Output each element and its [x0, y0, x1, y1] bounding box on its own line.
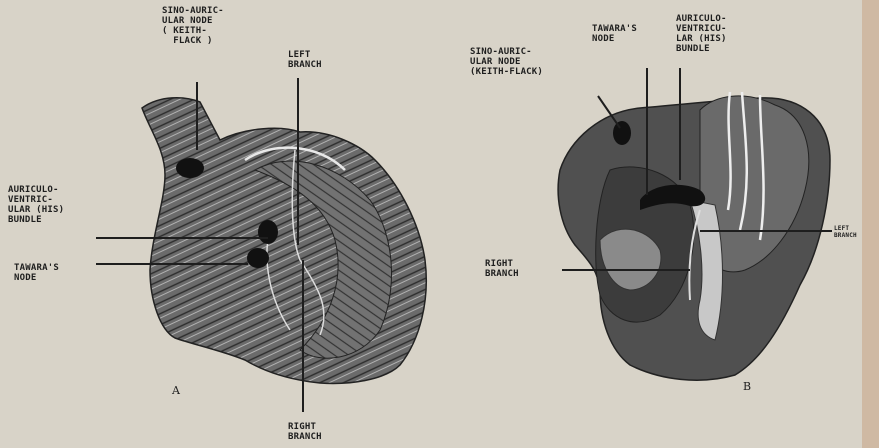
figure-b-letter: B — [743, 382, 751, 392]
label-a-left-branch: LEFT BRANCH — [288, 50, 322, 70]
heart-a — [142, 98, 426, 384]
heart-b — [558, 92, 830, 380]
label-b-sa-node: SINO-AURIC- ULAR NODE (KEITH-FLACK) — [470, 47, 543, 77]
label-a-his-bundle: AURICULO- VENTRIC- ULAR (HIS) BUNDLE — [8, 185, 64, 225]
figure-a-letter: A — [172, 386, 180, 396]
label-b-left-branch: LEFT BRANCH — [834, 225, 857, 239]
label-a-tawara: TAWARA'S NODE — [14, 263, 59, 283]
heart-a-tawara-node — [247, 248, 269, 268]
label-b-tawara: TAWARA'S NODE — [592, 24, 637, 44]
label-b-right-branch: RIGHT BRANCH — [485, 259, 519, 279]
label-b-his-bundle: AURICULO- VENTRICU- LAR (HIS) BUNDLE — [676, 14, 727, 54]
heart-a-his-bundle — [258, 220, 278, 244]
heart-a-sa-node — [176, 158, 204, 178]
heart-b-sa-node — [613, 121, 631, 145]
label-a-sa-node: SINO-AURIC- ULAR NODE ( KEITH- FLACK ) — [162, 6, 224, 46]
page-edge — [862, 0, 879, 448]
label-a-right-branch: RIGHT BRANCH — [288, 422, 322, 442]
